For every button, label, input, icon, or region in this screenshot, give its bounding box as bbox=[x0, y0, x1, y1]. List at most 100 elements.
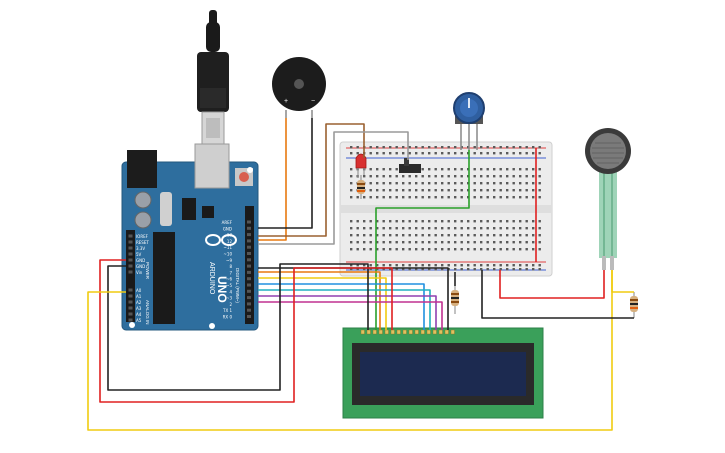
breadboard-hole[interactable] bbox=[473, 189, 476, 192]
breadboard-hole[interactable] bbox=[447, 152, 450, 155]
breadboard-hole[interactable] bbox=[369, 227, 372, 230]
piezo-buzzer[interactable]: + − bbox=[272, 57, 326, 118]
lcd-pin[interactable] bbox=[366, 329, 371, 335]
breadboard-hole[interactable] bbox=[480, 182, 483, 185]
lcd-pin[interactable] bbox=[360, 329, 365, 335]
breadboard-hole[interactable] bbox=[486, 227, 489, 230]
breadboard-hole[interactable] bbox=[538, 268, 541, 271]
breadboard-hole[interactable] bbox=[499, 189, 502, 192]
breadboard-hole[interactable] bbox=[421, 196, 424, 199]
digital-pin[interactable] bbox=[247, 289, 251, 293]
wire-lcd-d5[interactable] bbox=[258, 289, 431, 330]
breadboard-hole[interactable] bbox=[499, 234, 502, 237]
breadboard-hole[interactable] bbox=[415, 227, 418, 230]
breadboard-hole[interactable] bbox=[369, 241, 372, 244]
breadboard-hole[interactable] bbox=[506, 268, 509, 271]
usb-cable[interactable] bbox=[197, 10, 229, 145]
breadboard-hole[interactable] bbox=[512, 227, 515, 230]
breadboard-hole[interactable] bbox=[480, 268, 483, 271]
breadboard-hole[interactable] bbox=[350, 248, 353, 251]
breadboard-hole[interactable] bbox=[538, 248, 541, 251]
breadboard-hole[interactable] bbox=[532, 241, 535, 244]
force-sensor[interactable] bbox=[585, 128, 631, 270]
breadboard-hole[interactable] bbox=[512, 146, 515, 149]
breadboard-hole[interactable] bbox=[421, 175, 424, 178]
breadboard-hole[interactable] bbox=[402, 220, 405, 223]
breadboard-hole[interactable] bbox=[382, 152, 385, 155]
breadboard-hole[interactable] bbox=[447, 182, 450, 185]
breadboard-hole[interactable] bbox=[525, 234, 528, 237]
breadboard-hole[interactable] bbox=[454, 146, 457, 149]
lcd-pin[interactable] bbox=[438, 329, 443, 335]
breadboard-hole[interactable] bbox=[356, 196, 359, 199]
breadboard-hole[interactable] bbox=[486, 248, 489, 251]
breadboard-hole[interactable] bbox=[389, 248, 392, 251]
breadboard-hole[interactable] bbox=[506, 241, 509, 244]
breadboard-hole[interactable] bbox=[519, 268, 522, 271]
breadboard-hole[interactable] bbox=[525, 189, 528, 192]
breadboard-hole[interactable] bbox=[389, 268, 392, 271]
breadboard-hole[interactable] bbox=[402, 146, 405, 149]
breadboard-hole[interactable] bbox=[356, 268, 359, 271]
breadboard-hole[interactable] bbox=[363, 234, 366, 237]
breadboard-hole[interactable] bbox=[538, 175, 541, 178]
breadboard-hole[interactable] bbox=[499, 220, 502, 223]
breadboard-hole[interactable] bbox=[486, 196, 489, 199]
breadboard-hole[interactable] bbox=[402, 196, 405, 199]
lcd-pin-header[interactable] bbox=[360, 329, 455, 335]
breadboard-hole[interactable] bbox=[408, 152, 411, 155]
breadboard-hole[interactable] bbox=[473, 227, 476, 230]
breadboard-hole[interactable] bbox=[369, 248, 372, 251]
breadboard-hole[interactable] bbox=[512, 152, 515, 155]
breadboard-hole[interactable] bbox=[447, 227, 450, 230]
breadboard-hole[interactable] bbox=[428, 268, 431, 271]
breadboard-hole[interactable] bbox=[395, 182, 398, 185]
breadboard-hole[interactable] bbox=[447, 168, 450, 171]
breadboard-hole[interactable] bbox=[447, 264, 450, 267]
breadboard-hole[interactable] bbox=[350, 168, 353, 171]
breadboard-hole[interactable] bbox=[460, 220, 463, 223]
lcd-pin[interactable] bbox=[402, 329, 407, 335]
sensor-resistor[interactable] bbox=[630, 292, 638, 318]
breadboard-hole[interactable] bbox=[454, 234, 457, 237]
breadboard-hole[interactable] bbox=[408, 268, 411, 271]
breadboard-hole[interactable] bbox=[493, 189, 496, 192]
breadboard-hole[interactable] bbox=[512, 220, 515, 223]
breadboard-hole[interactable] bbox=[460, 189, 463, 192]
breadboard-hole[interactable] bbox=[506, 234, 509, 237]
wire-lcd-d6[interactable] bbox=[258, 295, 437, 330]
breadboard-hole[interactable] bbox=[525, 241, 528, 244]
breadboard-hole[interactable] bbox=[389, 182, 392, 185]
breadboard-hole[interactable] bbox=[532, 175, 535, 178]
breadboard-hole[interactable] bbox=[525, 268, 528, 271]
digital-pin[interactable] bbox=[247, 220, 251, 224]
breadboard-hole[interactable] bbox=[369, 189, 372, 192]
breadboard-hole[interactable] bbox=[532, 146, 535, 149]
breadboard-hole[interactable] bbox=[480, 175, 483, 178]
breadboard-hole[interactable] bbox=[538, 220, 541, 223]
breadboard-hole[interactable] bbox=[506, 146, 509, 149]
breadboard-hole[interactable] bbox=[519, 175, 522, 178]
breadboard-hole[interactable] bbox=[382, 146, 385, 149]
breadboard-hole[interactable] bbox=[454, 241, 457, 244]
wire-5v-loop[interactable] bbox=[99, 259, 393, 403]
lcd-pin[interactable] bbox=[420, 329, 425, 335]
breadboard-hole[interactable] bbox=[525, 175, 528, 178]
breadboard-hole[interactable] bbox=[421, 234, 424, 237]
breadboard-hole[interactable] bbox=[395, 189, 398, 192]
breadboard-hole[interactable] bbox=[493, 241, 496, 244]
breadboard-hole[interactable] bbox=[454, 248, 457, 251]
breadboard-hole[interactable] bbox=[454, 268, 457, 271]
breadboard-hole[interactable] bbox=[356, 264, 359, 267]
breadboard-hole[interactable] bbox=[421, 227, 424, 230]
wire-lcd-d4[interactable] bbox=[258, 283, 425, 330]
breadboard-hole[interactable] bbox=[486, 146, 489, 149]
breadboard-hole[interactable] bbox=[519, 196, 522, 199]
breadboard-hole[interactable] bbox=[506, 220, 509, 223]
breadboard-hole[interactable] bbox=[493, 264, 496, 267]
breadboard-hole[interactable] bbox=[473, 268, 476, 271]
breadboard-hole[interactable] bbox=[356, 248, 359, 251]
breadboard-hole[interactable] bbox=[532, 182, 535, 185]
breadboard-hole[interactable] bbox=[506, 182, 509, 185]
breadboard-hole[interactable] bbox=[499, 146, 502, 149]
